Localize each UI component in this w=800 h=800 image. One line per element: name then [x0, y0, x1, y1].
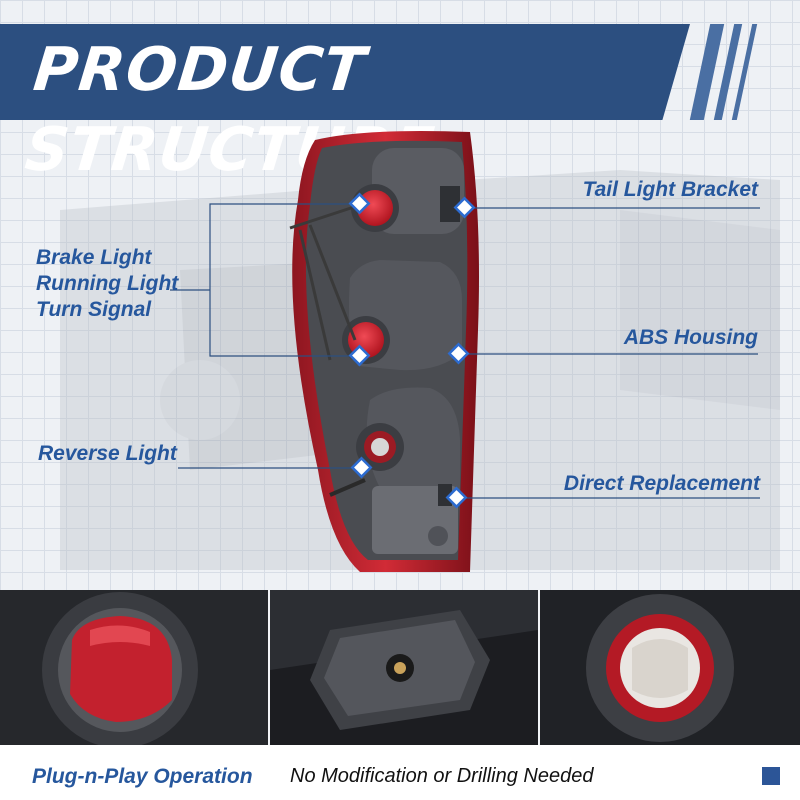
tail-light-product [289, 131, 479, 572]
detail-photo-lens [0, 590, 268, 745]
label-brake-light: Brake Light [36, 246, 152, 269]
footer-highlight: Plug-n-Play Operation [32, 765, 253, 788]
title-banner [0, 24, 690, 120]
label-abs-housing: ABS Housing [623, 326, 758, 349]
detail-photo-bracket [270, 590, 538, 745]
detail-photo-reverse [540, 590, 800, 745]
label-turn-signal: Turn Signal [36, 298, 152, 321]
footer-bar [0, 745, 800, 800]
label-tail-light-bracket: Tail Light Bracket [582, 178, 758, 201]
label-direct-replacement: Direct Replacement [563, 472, 760, 495]
footer-square-icon [762, 767, 780, 785]
footer-text: No Modification or Drilling Needed [290, 765, 594, 787]
label-reverse-light: Reverse Light [38, 442, 177, 465]
label-running-light: Running Light [36, 272, 179, 295]
callout-leader-lines [170, 192, 760, 509]
